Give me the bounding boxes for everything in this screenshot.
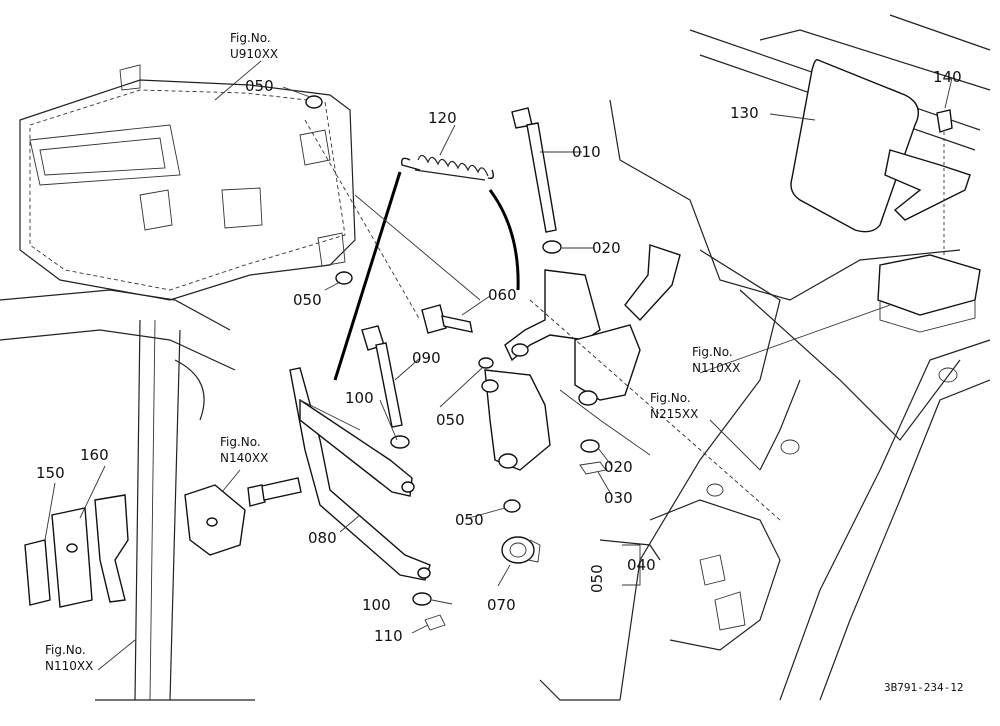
label-050: 050 <box>588 564 606 593</box>
leader-lines <box>44 60 953 671</box>
pedal-pad-assembly <box>790 59 981 333</box>
part-labels: 050 050 120 010 020 060 090 100 050 020 … <box>36 68 962 645</box>
label-080: 080 <box>308 529 337 547</box>
figref-n140-line2: N140XX <box>220 451 268 465</box>
washers <box>305 95 607 631</box>
label-150: 150 <box>36 464 65 482</box>
figref-n110-line1: Fig.No. <box>45 643 86 657</box>
label-040: 040 <box>627 556 656 574</box>
pin-010 <box>511 107 562 254</box>
floor-panel <box>19 64 356 301</box>
label-110: 110 <box>374 627 403 645</box>
figref-n110-line2: N110XX <box>692 361 740 375</box>
left-frame <box>0 289 255 701</box>
figref-n110-line1: Fig.No. <box>692 345 733 359</box>
label-020: 020 <box>592 239 621 257</box>
pedal-bracket <box>481 244 681 471</box>
figure-references: Fig.No. U910XX Fig.No. N140XX Fig.No. N1… <box>45 31 740 673</box>
label-050: 050 <box>293 291 322 309</box>
bolt-060 <box>421 304 473 334</box>
figref-n215-line2: N215XX <box>650 407 698 421</box>
label-050: 050 <box>245 77 274 95</box>
label-050: 050 <box>455 511 484 529</box>
label-100: 100 <box>345 389 374 407</box>
figref-u910-line2: U910XX <box>230 47 278 61</box>
cabin-structure <box>539 14 991 701</box>
label-050: 050 <box>436 411 465 429</box>
figref-u910-line1: Fig.No. <box>230 31 271 45</box>
figref-n215-line1: Fig.No. <box>650 391 691 405</box>
label-010: 010 <box>572 143 601 161</box>
bushing-070 <box>501 536 541 564</box>
pedal-arm-080 <box>289 367 431 581</box>
label-090: 090 <box>412 349 441 367</box>
figref-n110-line2: N110XX <box>45 659 93 673</box>
figref-n140-line1: Fig.No. <box>220 435 261 449</box>
label-130: 130 <box>730 104 759 122</box>
label-120: 120 <box>428 109 457 127</box>
label-160: 160 <box>80 446 109 464</box>
left-brackets <box>24 477 302 608</box>
drawing-code: 3B791-234-12 <box>884 681 963 694</box>
label-020: 020 <box>604 458 633 476</box>
label-070: 070 <box>487 596 516 614</box>
label-100: 100 <box>362 596 391 614</box>
label-060: 060 <box>488 286 517 304</box>
label-030: 030 <box>604 489 633 507</box>
label-140: 140 <box>933 68 962 86</box>
pin-090 <box>361 325 410 449</box>
return-spring <box>333 154 520 381</box>
